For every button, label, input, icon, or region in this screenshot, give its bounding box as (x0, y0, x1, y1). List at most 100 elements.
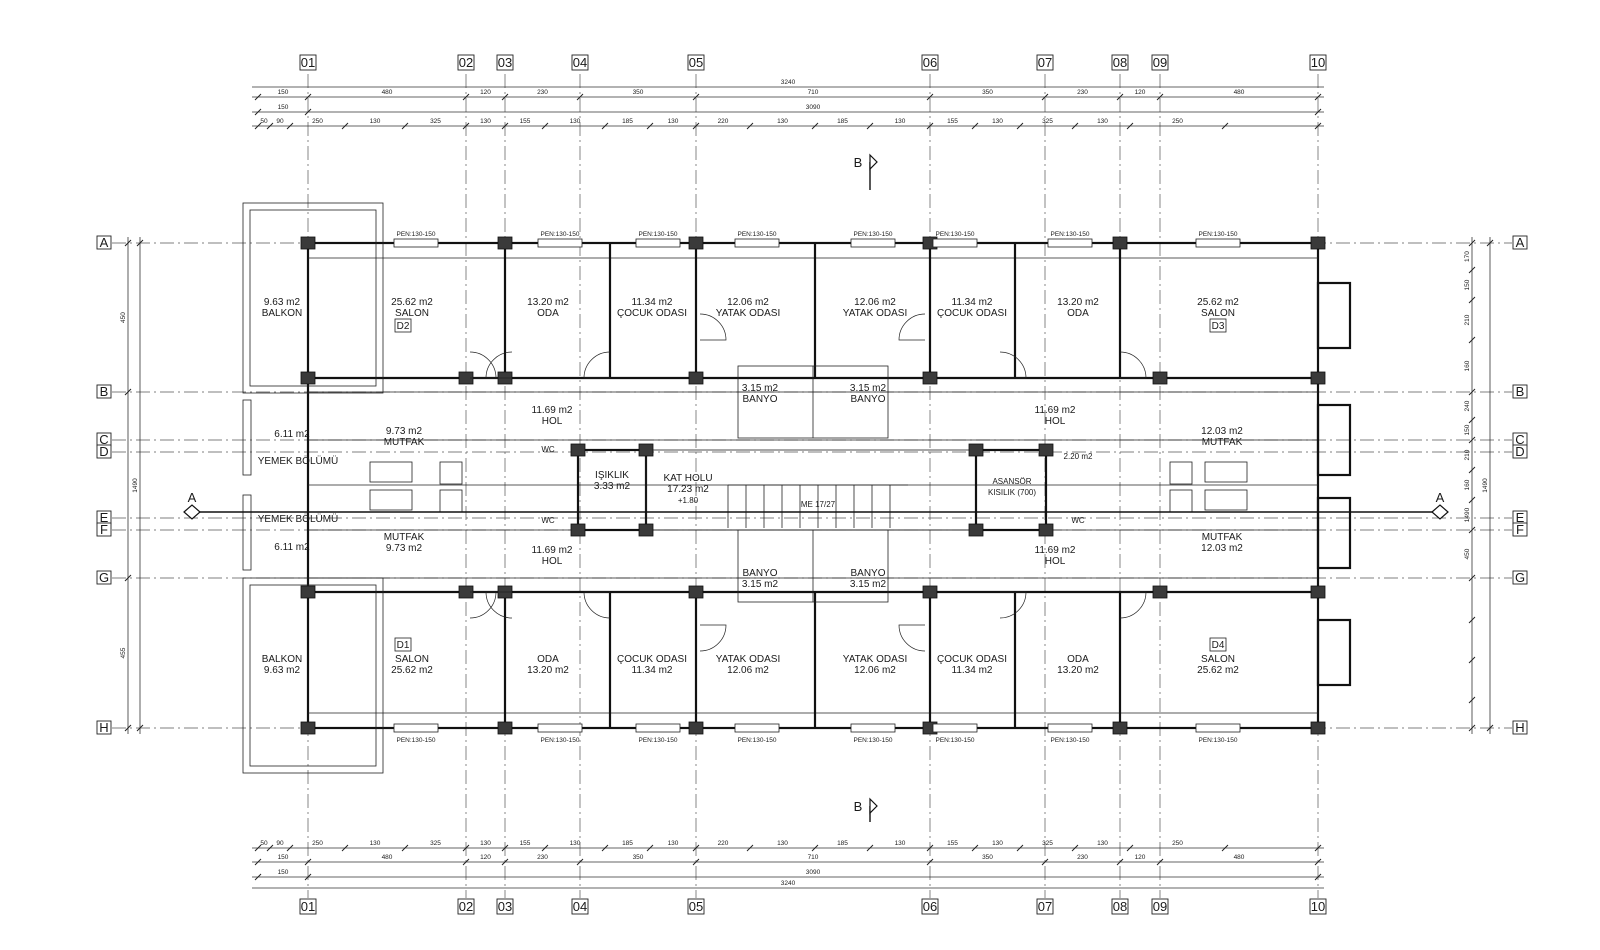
dim-top-2-text: 150 (278, 104, 289, 111)
dim-right-1-text: 210 (1464, 449, 1471, 460)
section-b-label-0: B (854, 155, 863, 170)
grid-bubble-03 (496, 54, 514, 71)
dim-bottom-1-text: 250 (312, 840, 323, 847)
dim-top-1-tick (462, 93, 470, 101)
grid-label-E: E (1516, 510, 1525, 525)
column-19 (688, 585, 704, 599)
section-a-marker-0 (183, 504, 201, 520)
window-code: PEN:130-150 (540, 231, 579, 238)
balcony-bottom-left (242, 577, 384, 774)
dim-bottom-3-text: 150 (278, 869, 289, 876)
stove-0 (439, 461, 463, 485)
grid-bubble-04 (571, 54, 589, 71)
dim-top-3-text: 325 (430, 118, 441, 125)
mutfak-bottom-left-line1: MUTFAK (384, 532, 425, 543)
dim-top-1-text: 480 (1234, 89, 1245, 96)
window-4-1 (850, 723, 896, 733)
column-23 (1152, 585, 1168, 599)
hol-bottom-right-line1: 11.69 m2 (1035, 545, 1076, 556)
bay-window-3 (1316, 618, 1352, 687)
bay-window-2 (1316, 496, 1352, 570)
grid-label-B: B (1516, 384, 1525, 399)
door-swing-1 (485, 351, 513, 379)
column-27 (570, 523, 586, 537)
hol-bottom-left-line2: HOL (542, 556, 563, 567)
dim-top-3-tick (286, 122, 294, 130)
column-5 (688, 721, 704, 735)
yatak-odasi-d4-line2: 12.06 m2 (854, 665, 896, 676)
section-b-marker-0 (869, 153, 878, 171)
dim-left-1-tick (124, 724, 132, 732)
cocuk-odasi-d2-line1: 11.34 m2 (632, 297, 673, 308)
mutfak-top-left-line1: 9.73 m2 (386, 426, 423, 437)
dim-bottom-1-tick (1221, 844, 1229, 852)
grid-bubble-08 (1111, 898, 1129, 915)
dim-bottom-1-text: 250 (1172, 840, 1183, 847)
dim-bottom-1-tick (286, 844, 294, 852)
dim-top-1-tick (1041, 93, 1049, 101)
apartment-number-2: D1 (397, 640, 410, 651)
grid-bubble-08 (1111, 54, 1129, 71)
dim-left-1-tick (124, 574, 132, 582)
dim-left-2-tick (136, 724, 144, 732)
window-2-1 (635, 723, 681, 733)
dim-top-1-tick (304, 93, 312, 101)
grid-label-01: 01 (301, 55, 315, 70)
salon-d2-line1: 25.62 m2 (391, 297, 433, 308)
dim-top-2-text: 3090 (806, 104, 821, 111)
dim-bottom-1-text: 130 (895, 840, 906, 847)
dim-top-3-tick (692, 122, 700, 130)
grid-label-E: E (100, 510, 109, 525)
dim-top-3-text: 130 (777, 118, 788, 125)
oda-d3-line1: 13.20 m2 (1057, 297, 1099, 308)
grid-bubble-G (96, 570, 112, 585)
column-10 (1310, 236, 1326, 250)
dim-right-1-text: 1490 (1464, 507, 1471, 522)
dim-top-3-text: 155 (947, 118, 958, 125)
dim-left-1-tick (124, 388, 132, 396)
mutfak-top-right-line1: 12.03 m2 (1201, 426, 1243, 437)
yatak-odasi-d2-line1: 12.06 m2 (727, 297, 769, 308)
yemek-bolumu-bottom: YEMEK BÖLÜMÜ (258, 513, 339, 525)
column-18 (688, 371, 704, 385)
window-code: PEN:130-150 (737, 231, 776, 238)
grid-bubble-B (1512, 384, 1528, 399)
dim-bottom-1-text: 90 (276, 840, 284, 847)
grid-label-03: 03 (498, 55, 512, 70)
column-4 (688, 236, 704, 250)
dim-top-1-text: 710 (808, 89, 819, 96)
dim-top-3-tick (1314, 122, 1322, 130)
section-a-label-0: A (188, 490, 197, 505)
dim-bottom-1-tick (254, 844, 262, 852)
apartment-box-0 (394, 318, 412, 333)
cocuk-odasi-d3-line2: ÇOCUK ODASI (937, 308, 1007, 319)
yatak-odasi-d4-line1: YATAK ODASI (843, 654, 907, 665)
dim-top-3-text: 130 (480, 118, 491, 125)
oda-d1-line1: ODA (537, 654, 559, 665)
grid-label-A: A (100, 235, 109, 250)
grid-label-F: F (100, 522, 108, 537)
dim-right-1-text: 210 (1464, 314, 1471, 325)
oda-d2-line2: ODA (537, 308, 559, 319)
grid-label-02: 02 (459, 899, 473, 914)
dim-bottom-1-text: 155 (947, 840, 958, 847)
dim-top-3-text: 185 (837, 118, 848, 125)
window-4-0 (850, 238, 896, 248)
column-29 (638, 523, 654, 537)
mutfak-top-left-line2: MUTFAK (384, 437, 425, 448)
mutfak-top-right-line2: MUTFAK (1202, 437, 1243, 448)
dim-top-3-tick (266, 122, 274, 130)
window-code: PEN:130-150 (853, 737, 892, 744)
dim-top-3-text: 130 (1097, 118, 1108, 125)
dim-top-3-tick (401, 122, 409, 130)
dim-right-1-tick (1468, 526, 1476, 534)
column-8 (1112, 236, 1128, 250)
dim-bottom-2-tick (1041, 858, 1049, 866)
stove-3 (1169, 489, 1193, 513)
grid-label-B: B (100, 384, 109, 399)
balcony-bottom-left-inner (249, 584, 377, 767)
grid-bubble-09 (1151, 898, 1169, 915)
balcony-top-line2: BALKON (262, 308, 303, 319)
